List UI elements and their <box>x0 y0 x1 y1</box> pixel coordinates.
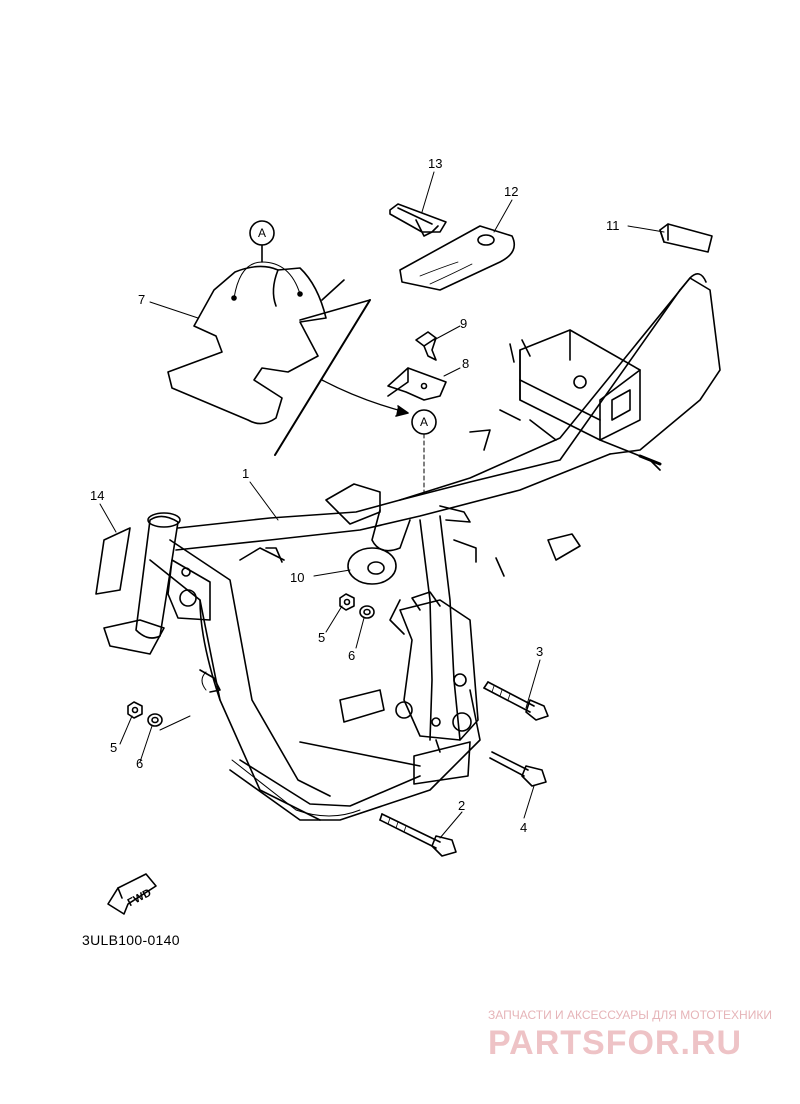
bolt-9 <box>415 331 437 361</box>
rubber-block-11 <box>659 223 713 253</box>
section-line <box>274 299 409 456</box>
bracket-8 <box>387 367 447 401</box>
callout-1: 1 <box>242 466 250 481</box>
fwd-arrow-icon <box>107 873 157 915</box>
pad-12 <box>399 225 516 291</box>
callout-14: 14 <box>90 488 105 503</box>
washer-6-lower <box>147 713 163 727</box>
callout-2: 2 <box>458 798 466 813</box>
watermark-tagline: ЗАПЧАСТИ И АКСЕССУАРЫ ДЛЯ МОТОТЕХНИКИ <box>488 1008 772 1022</box>
callout-6-upper: 6 <box>348 648 356 663</box>
reference-a-top-label: A <box>257 226 266 240</box>
watermark-logo: PARTSFOR.RU <box>488 1024 743 1062</box>
callout-10: 10 <box>290 570 305 585</box>
bolt-2 <box>379 813 457 857</box>
bolt-4 <box>489 751 547 787</box>
callout-3: 3 <box>536 644 544 659</box>
bolt-3 <box>483 681 549 721</box>
reference-a-top <box>233 220 301 299</box>
main-frame-1 <box>103 273 721 821</box>
diagram-code: 3ULB100-0140 <box>82 932 180 948</box>
clip-13 <box>389 203 447 237</box>
callout-8: 8 <box>462 356 470 371</box>
grommet-10 <box>347 547 397 585</box>
reference-a-lower <box>411 409 437 493</box>
callout-12: 12 <box>504 184 519 199</box>
callout-4: 4 <box>520 820 528 835</box>
frame-cover-7 <box>167 265 371 425</box>
callout-5-upper: 5 <box>318 630 326 645</box>
callout-7: 7 <box>138 292 146 307</box>
callout-13: 13 <box>428 156 443 171</box>
callout-6-lower: 6 <box>136 756 144 771</box>
reference-a-lower-label: A <box>419 415 428 429</box>
callout-11: 11 <box>606 218 620 233</box>
nut-5-lower <box>127 701 143 719</box>
washer-6-upper <box>359 605 375 619</box>
callout-5-lower: 5 <box>110 740 118 755</box>
nut-5-upper <box>339 593 355 611</box>
label-strip-14 <box>95 527 131 595</box>
callout-9: 9 <box>460 316 468 331</box>
leader-lines <box>99 171 665 839</box>
